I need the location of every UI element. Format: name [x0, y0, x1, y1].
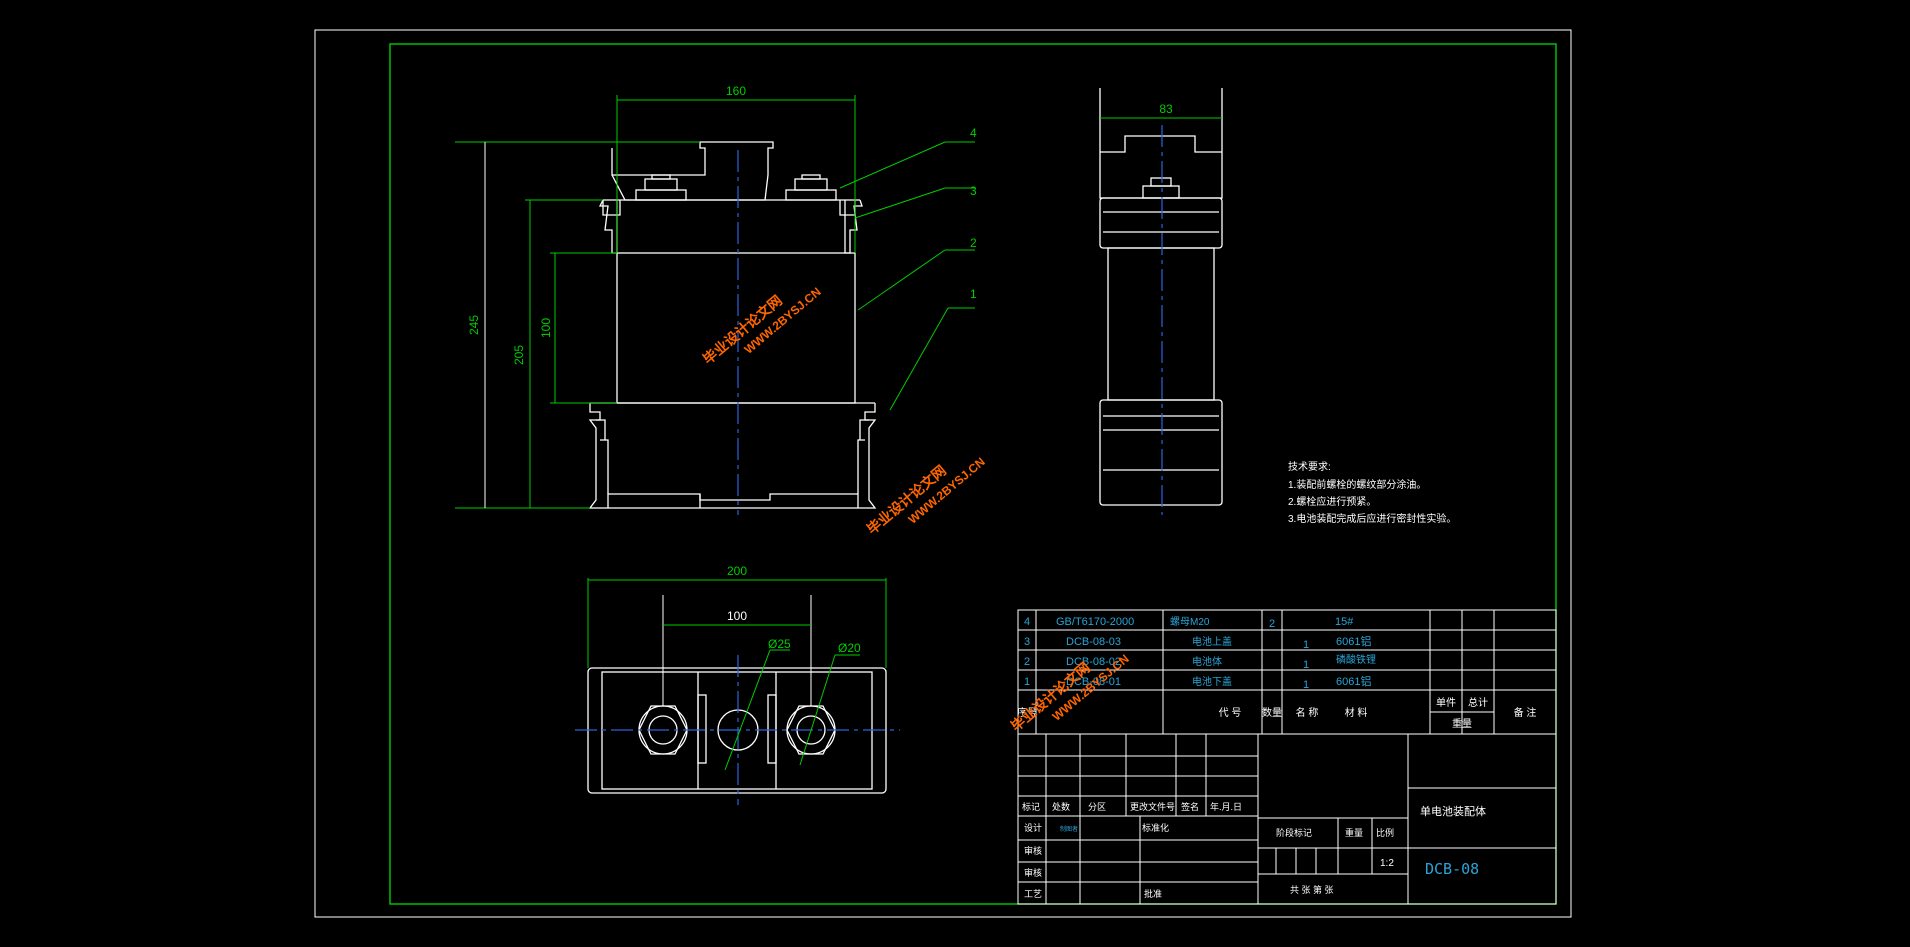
svg-text:批准: 批准 — [1144, 888, 1162, 899]
bom-row-2: 2 DCB-08-02 电池体 1 磷酸铁锂 — [1024, 653, 1376, 671]
front-view — [588, 141, 877, 509]
svg-text:1: 1 — [1303, 639, 1309, 651]
svg-text:设计: 设计 — [1024, 822, 1042, 833]
dim-side-width: 83 — [1159, 102, 1173, 116]
svg-text:签名: 签名 — [1181, 801, 1199, 812]
svg-text:螺母M20: 螺母M20 — [1170, 616, 1210, 628]
svg-text:备 注: 备 注 — [1514, 706, 1537, 719]
drawing-number: DCB-08 — [1425, 860, 1479, 878]
dim-dia-center: Ø25 — [768, 637, 791, 651]
tech-note-3: 3.电池装配完成后应进行密封性实验。 — [1288, 512, 1456, 525]
svg-text:1: 1 — [1303, 659, 1309, 671]
svg-text:4: 4 — [1024, 616, 1030, 628]
svg-text:重量: 重量 — [1345, 827, 1363, 838]
inner-drawing-frame — [389, 43, 1557, 905]
dim-dia-terminal: Ø20 — [838, 641, 861, 655]
svg-text:审核: 审核 — [1024, 845, 1042, 856]
bom-header: 序号 代 号 名 称 数量 材 料 单件 总计 重量 备 注 — [1017, 696, 1536, 730]
svg-text:2: 2 — [1269, 618, 1275, 630]
svg-text:代 号: 代 号 — [1219, 707, 1242, 719]
svg-text:数量: 数量 — [1262, 706, 1282, 719]
svg-text:年.月.日: 年.月.日 — [1210, 801, 1242, 812]
tech-notes-title: 技术要求: — [1288, 460, 1331, 473]
drawing-title: 单电池装配体 — [1420, 804, 1486, 818]
dim-front-height-body: 205 — [512, 345, 526, 365]
balloon-1: 1 — [970, 287, 977, 301]
dim-front-width: 160 — [726, 84, 746, 98]
svg-text:名 称: 名 称 — [1296, 706, 1319, 719]
svg-text:工艺: 工艺 — [1024, 889, 1042, 899]
svg-text:DCB-08-02: DCB-08-02 — [1066, 656, 1121, 668]
svg-text:DCB-08-01: DCB-08-01 — [1066, 676, 1121, 688]
svg-text:序号: 序号 — [1017, 706, 1037, 719]
scale-value: 1:2 — [1380, 858, 1394, 869]
svg-text:磷酸铁锂: 磷酸铁锂 — [1336, 653, 1376, 666]
outer-sheet-border — [314, 29, 1572, 918]
svg-text:重量: 重量 — [1452, 717, 1472, 730]
svg-text:6061铝: 6061铝 — [1336, 634, 1371, 648]
svg-text:电池体: 电池体 — [1192, 655, 1222, 668]
bom-grid — [1017, 609, 1557, 735]
svg-text:分区: 分区 — [1088, 802, 1106, 812]
svg-text:电池下盖: 电池下盖 — [1192, 675, 1232, 688]
tech-note-2: 2.螺栓应进行预紧。 — [1288, 495, 1376, 508]
svg-text:GB/T6170-2000: GB/T6170-2000 — [1056, 616, 1134, 628]
svg-text:3: 3 — [1024, 636, 1030, 648]
balloon-2: 2 — [970, 236, 977, 250]
dim-front-height-total: 245 — [467, 315, 481, 335]
svg-text:15#: 15# — [1335, 616, 1354, 628]
svg-text:阶段标记: 阶段标记 — [1276, 827, 1312, 838]
title-block-grid — [1017, 733, 1557, 905]
dim-front-height-mid: 100 — [539, 318, 553, 338]
top-dimensions — [587, 578, 887, 771]
balloon-3: 3 — [970, 184, 977, 198]
svg-text:DCB-08-03: DCB-08-03 — [1066, 636, 1121, 648]
svg-text:材 料: 材 料 — [1345, 706, 1368, 719]
bom-row-4: 4 GB/T6170-2000 螺母M20 2 15# — [1024, 616, 1354, 630]
tech-note-1: 1.装配前螺栓的螺纹部分涂油。 — [1288, 478, 1426, 491]
svg-text:审核: 审核 — [1024, 867, 1042, 878]
svg-text:制图者: 制图者 — [1060, 825, 1078, 833]
svg-text:比例: 比例 — [1376, 827, 1394, 838]
svg-text:标记: 标记 — [1022, 801, 1040, 812]
bom-row-1: 1 DCB-08-01 电池下盖 1 6061铝 — [1024, 674, 1372, 691]
title-block-labels: 标记 处数 分区 更改文件号 签名 年.月.日 设计 制图者 标准化 审核 审核… — [1022, 801, 1394, 899]
svg-text:1: 1 — [1024, 676, 1030, 688]
bom-row-3: 3 DCB-08-03 电池上盖 1 6061铝 — [1024, 634, 1372, 651]
svg-text:单件: 单件 — [1436, 697, 1456, 709]
dim-top-spacing: 100 — [727, 609, 747, 623]
svg-text:标准化: 标准化 — [1142, 822, 1169, 833]
svg-text:共 张 第 张: 共 张 第 张 — [1290, 884, 1334, 895]
svg-text:1: 1 — [1303, 679, 1309, 691]
svg-text:处数: 处数 — [1052, 801, 1070, 812]
svg-text:2: 2 — [1024, 656, 1030, 668]
balloon-4: 4 — [970, 126, 977, 140]
dim-top-width: 200 — [727, 564, 747, 578]
svg-text:6061铝: 6061铝 — [1336, 674, 1371, 688]
front-dimensions — [455, 95, 975, 509]
svg-text:电池上盖: 电池上盖 — [1192, 635, 1232, 648]
top-centerlines — [575, 655, 900, 805]
svg-text:总计: 总计 — [1468, 696, 1488, 709]
side-view — [1099, 88, 1223, 506]
svg-text:更改文件号: 更改文件号 — [1130, 801, 1175, 812]
